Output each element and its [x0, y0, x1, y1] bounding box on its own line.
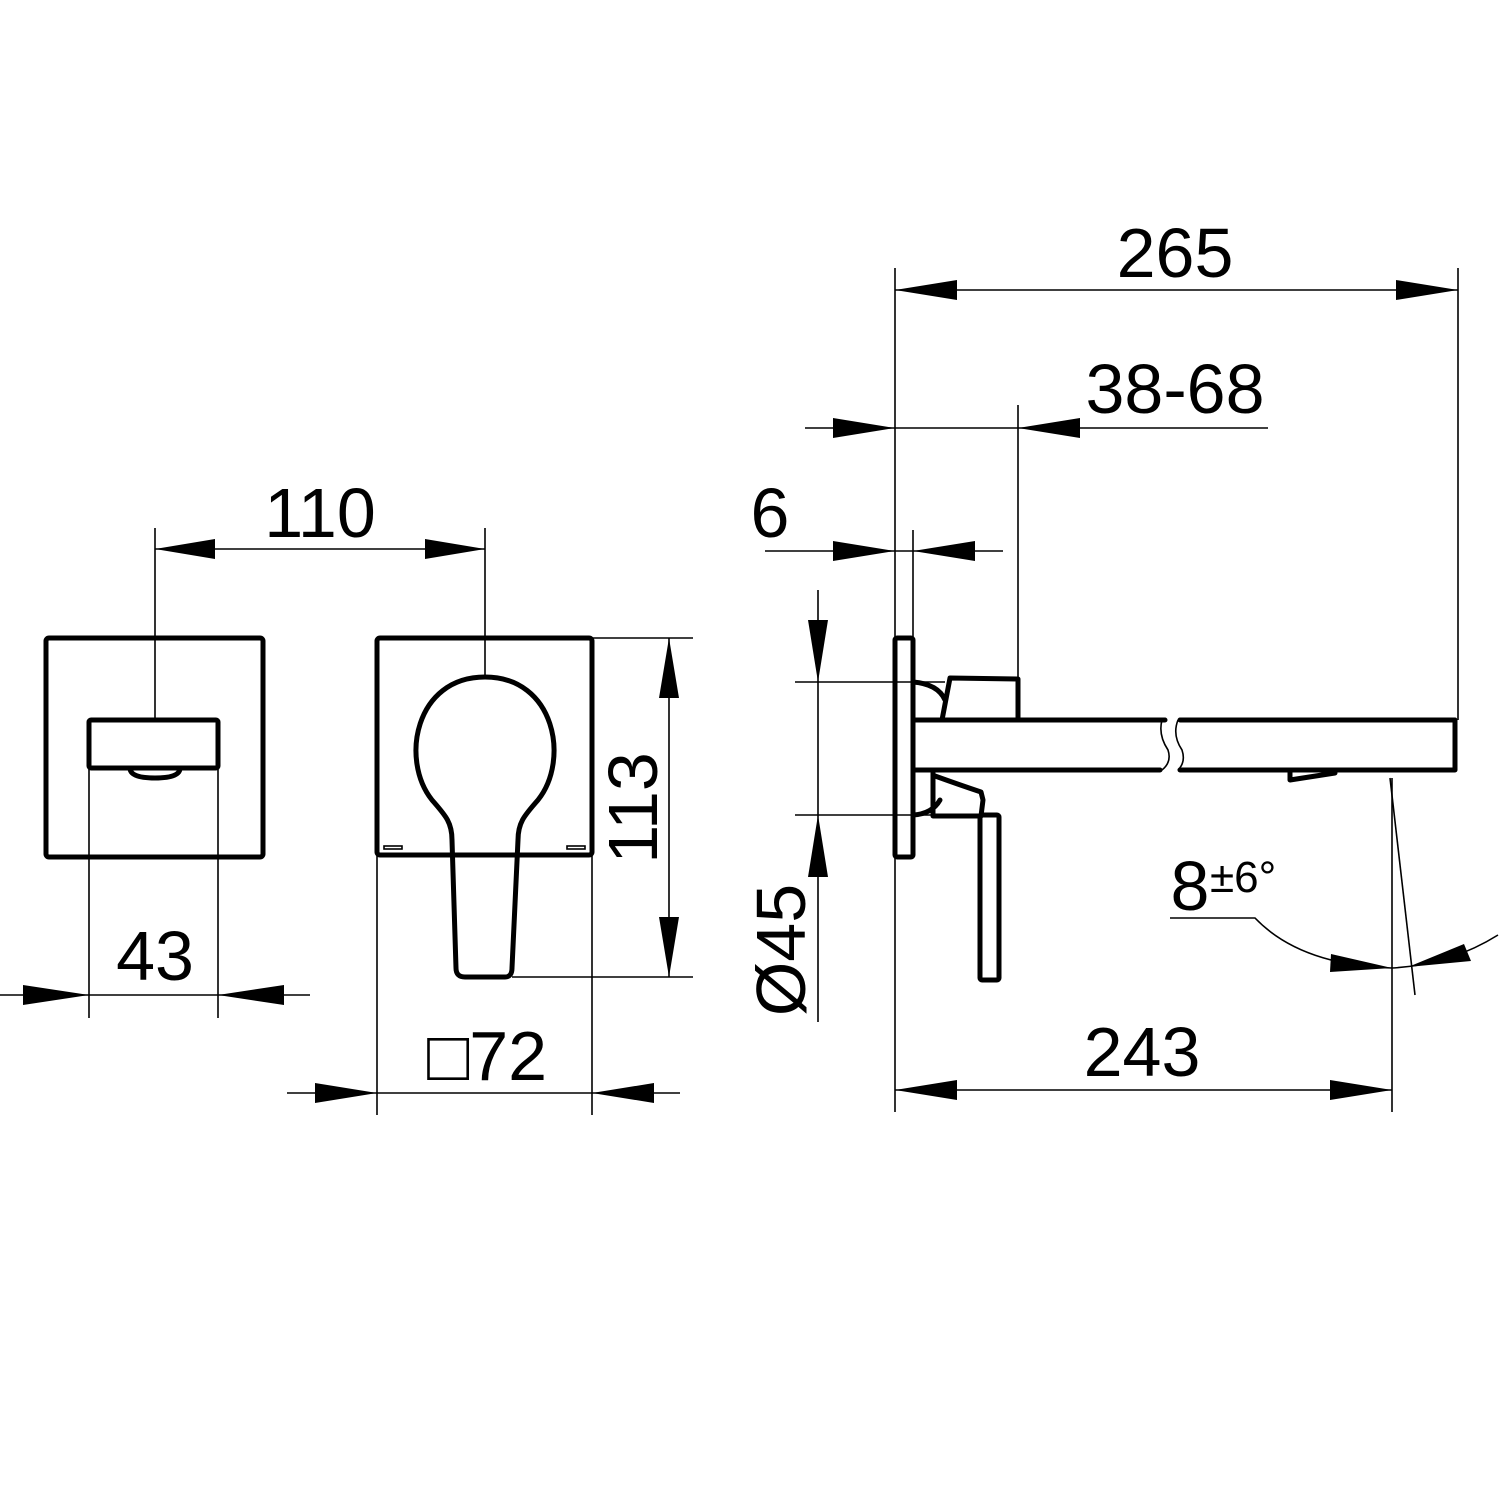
spout-body: [86, 717, 221, 771]
dimension-265: 265: [895, 214, 1458, 300]
dimension-243: 243: [895, 1013, 1392, 1100]
dimension-110: 110: [155, 474, 485, 559]
lever-side: [977, 812, 1002, 983]
dimension-43: 43: [0, 917, 310, 1005]
dimension-label-38-68: 38-68: [1085, 350, 1264, 428]
side-view: [795, 268, 1459, 1112]
dimension-label-265: 265: [1117, 214, 1234, 292]
dimension-angle: 8 ±6°: [1170, 847, 1499, 972]
spout-outlet: [127, 765, 183, 781]
dimension-72: □72: [287, 1017, 680, 1103]
valve-body: [939, 675, 1021, 723]
spout-nozzle: [1287, 767, 1338, 783]
dimension-label-45: Ø45: [742, 884, 820, 1016]
dimension-diameter-45: Ø45: [742, 590, 828, 1022]
dimension-113: 113: [594, 638, 679, 977]
wall-plate: [892, 635, 916, 860]
dimension-label-angle: 8: [1171, 847, 1210, 925]
dimension-label-tolerance: ±6°: [1210, 853, 1276, 902]
spout-front-view: [43, 528, 266, 1018]
spout-arm-right: [1177, 717, 1458, 773]
dimension-label-43: 43: [116, 917, 194, 995]
lever-base: [930, 770, 986, 819]
dimension-label-113: 113: [594, 752, 672, 864]
dimension-label-243: 243: [1084, 1013, 1201, 1091]
lever-handle: [413, 674, 557, 980]
dimension-38-68: 38-68: [805, 350, 1268, 438]
dimension-label-110: 110: [264, 474, 376, 552]
dimension-6: 6: [751, 474, 1003, 561]
spout-arm-left: [910, 717, 1168, 773]
dimension-label-6: 6: [751, 474, 790, 552]
dimension-label-72: □72: [427, 1017, 547, 1095]
handle-front-view: [374, 528, 693, 1115]
